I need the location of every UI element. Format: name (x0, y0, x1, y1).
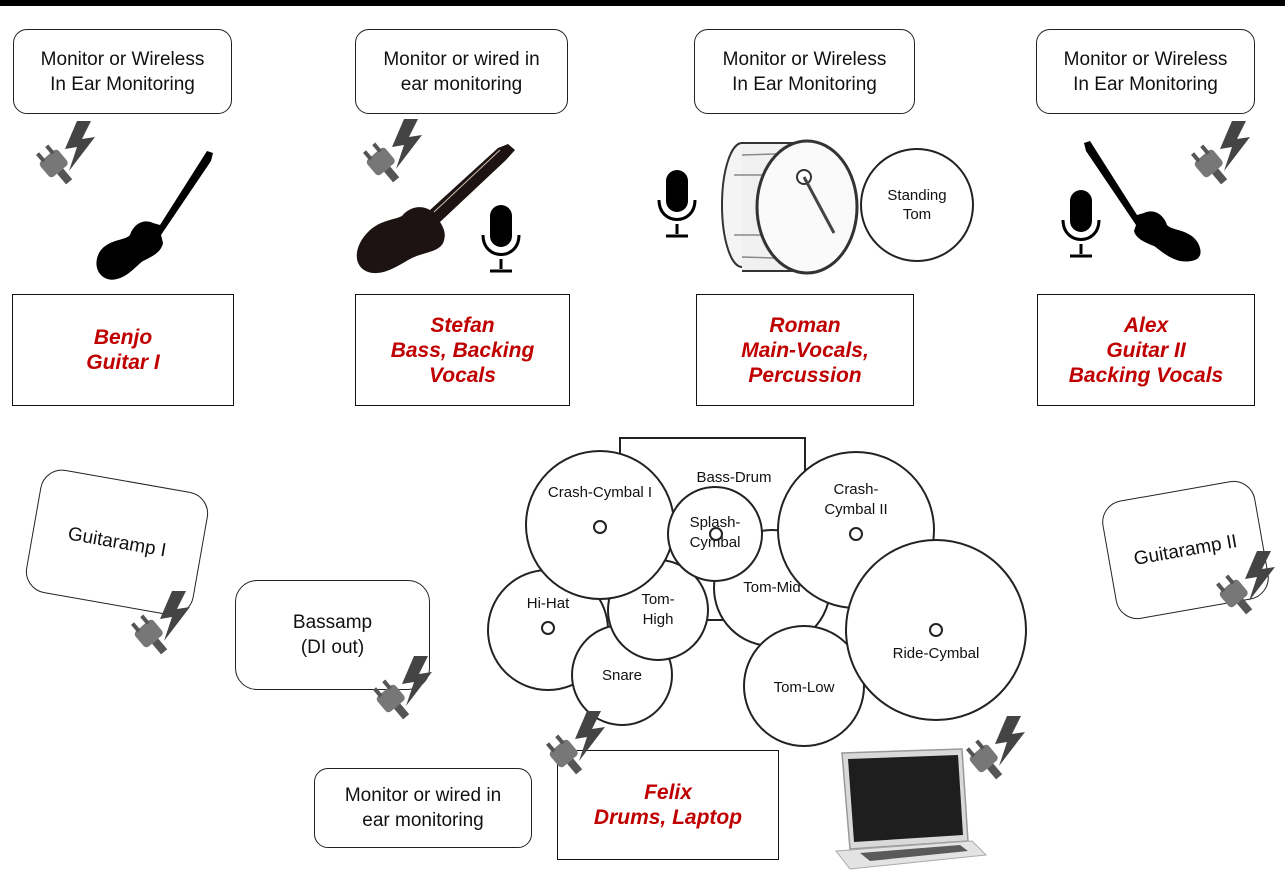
bass-amp: Bassamp (DI out) (235, 580, 430, 690)
member-label-felix: Felix Drums, Laptop (593, 781, 743, 829)
member-label-benjo: Benjo Guitar I (86, 326, 160, 374)
guitar-icon-2 (1084, 141, 1201, 262)
monitor-note-stefan: Monitor or wired in ear monitoring (355, 29, 568, 114)
splash-cymbal-label-1: Splash- (690, 514, 741, 531)
bass-drum-icon (721, 139, 859, 275)
member-box-roman: Roman Main-Vocals, Percussion (696, 294, 914, 406)
guitar-icon (96, 151, 213, 280)
monitor-note-felix: Monitor or wired in ear monitoring (314, 768, 532, 848)
monitor-note-alex: Monitor or Wireless In Ear Monitoring (1036, 29, 1255, 114)
standing-tom: Standing Tom (860, 148, 974, 262)
bass-drum-label: Bass-Drum (696, 469, 771, 486)
power-plug-icon-bassamp (373, 656, 432, 720)
bass-guitar-icon (356, 144, 515, 274)
splash-cymbal-label-2: Cymbal (690, 534, 741, 551)
snare-label: Snare (602, 667, 642, 684)
microphone-icon-roman (657, 170, 697, 238)
tom-low-label: Tom-Low (774, 679, 835, 696)
ride-cymbal-label: Ride-Cymbal (893, 645, 980, 662)
microphone-icon-stefan (481, 205, 521, 273)
hi-hat-label: Hi-Hat (527, 595, 570, 612)
member-box-benjo: Benjo Guitar I (12, 294, 234, 406)
crash-cymbal-1-label: Crash-Cymbal I (548, 484, 652, 501)
member-box-stefan: Stefan Bass, Backing Vocals (355, 294, 570, 406)
power-plug-icon-alex (1191, 121, 1250, 185)
drum-kit: Bass-Drum Hi-Hat Snare Tom- High Crash-C… (487, 437, 1027, 747)
member-box-felix: Felix Drums, Laptop (557, 750, 779, 860)
laptop-icon (835, 748, 988, 870)
crash-cymbal-2-label-1: Crash- (833, 481, 878, 498)
power-plug-icon-laptop (966, 716, 1025, 780)
member-label-stefan: Stefan Bass, Backing Vocals (390, 313, 535, 387)
power-plug-icon-guitaramp-2 (1216, 551, 1275, 615)
member-label-roman: Roman Main-Vocals, Percussion (741, 313, 869, 387)
standing-tom-label-2: Tom (903, 206, 931, 223)
member-box-alex: Alex Guitar II Backing Vocals (1037, 294, 1255, 406)
tom-high-label-1: Tom- (641, 591, 674, 608)
crash-cymbal-2-label-2: Cymbal II (824, 501, 887, 518)
tom-high-label-2: High (643, 611, 674, 628)
tom-low (743, 625, 865, 747)
monitor-note-roman: Monitor or Wireless In Ear Monitoring (694, 29, 915, 114)
power-plug-icon-felix (546, 711, 605, 775)
standing-tom-label-1: Standing (887, 187, 946, 204)
power-plug-icon-stefan (363, 119, 422, 183)
microphone-icon-alex (1061, 190, 1101, 258)
power-plug-icon-guitaramp-1 (131, 591, 190, 655)
power-plug-icon-benjo (36, 121, 95, 185)
top-border (0, 0, 1285, 6)
tom-mid-label: Tom-Mid (743, 579, 801, 596)
monitor-note-benjo: Monitor or Wireless In Ear Monitoring (13, 29, 232, 114)
member-label-alex: Alex Guitar II Backing Vocals (1068, 313, 1224, 387)
